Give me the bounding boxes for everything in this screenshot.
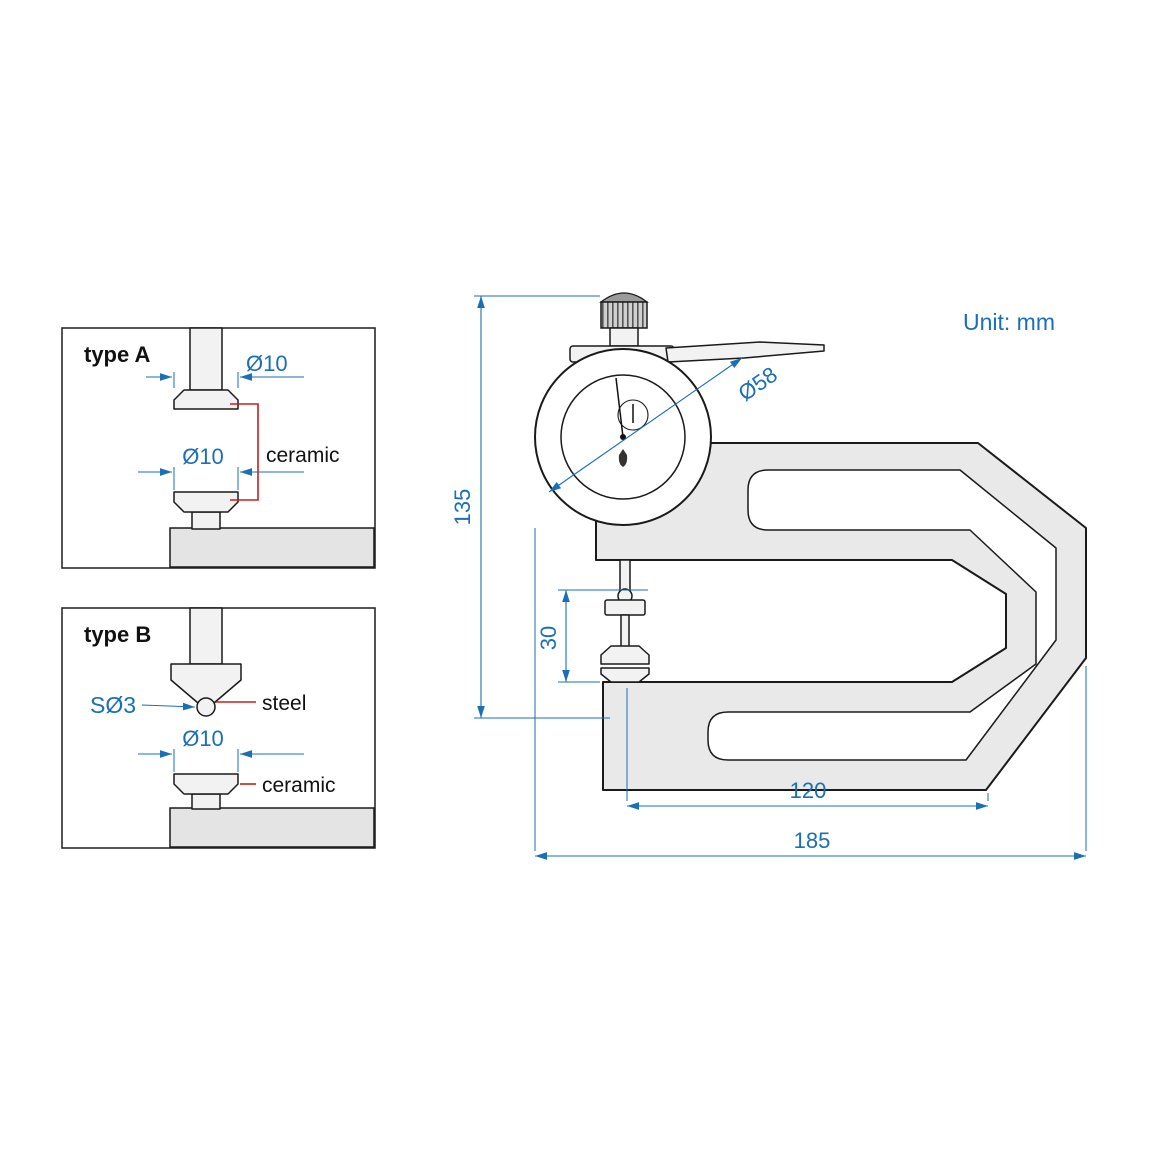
dim-overall-height-text: 135 <box>450 489 475 526</box>
dim-overall-length: 185 <box>534 528 1087 860</box>
type-b-dim-anvil-text: Ø10 <box>182 726 224 751</box>
dim-throat-depth: 120 <box>626 688 989 810</box>
type-b-ball-leader <box>141 702 196 711</box>
upper-contact-anvil <box>600 645 650 665</box>
type-b-steel-ball <box>196 697 216 717</box>
type-a-lower-anvil-neck <box>191 511 221 530</box>
type-a-upper-anvil <box>173 389 239 410</box>
type-b-steel-label: steel <box>262 692 306 715</box>
dim-dial-diameter-text: Ø58 <box>733 362 781 406</box>
spindle-disc <box>604 599 646 616</box>
type-a-dim-bottom: Ø10 <box>138 444 304 490</box>
cap-dome <box>599 292 649 303</box>
type-a-ceramic-label: ceramic <box>266 444 340 467</box>
type-a-base-block <box>169 527 375 568</box>
dim-overall-length-text: 185 <box>794 828 831 853</box>
spindle-shaft <box>620 614 630 648</box>
type-b-lower-anvil-neck <box>191 793 221 810</box>
type-a-title: type A <box>84 342 151 367</box>
gauge-drawing: Ø58 135 30 120 185 <box>450 292 1087 860</box>
type-a-panel: type A Ø10 Ø10 ceramic <box>61 327 376 569</box>
gauge-frame-inset <box>707 469 1057 761</box>
dim-throat-opening: 30 <box>536 589 648 683</box>
type-b-ceramic-label: ceramic <box>262 774 336 797</box>
stem-neck <box>609 327 639 347</box>
lifting-lever <box>665 341 825 363</box>
type-a-dim-top: Ø10 <box>146 351 304 388</box>
type-b-ball-dim-text: SØ3 <box>90 692 136 718</box>
type-b-lower-anvil <box>173 773 239 795</box>
type-b-panel: type B SØ3 steel Ø10 ceramic <box>61 607 376 849</box>
dim-overall-height: 135 <box>450 295 610 719</box>
lower-contact-anvil <box>600 667 650 683</box>
type-a-dim-bottom-text: Ø10 <box>182 444 224 469</box>
type-b-title: type B <box>84 622 151 647</box>
knurled-cap <box>600 301 648 329</box>
dim-throat-depth-text: 120 <box>790 778 827 803</box>
type-b-dim-anvil: Ø10 <box>138 726 304 772</box>
type-a-dim-top-text: Ø10 <box>246 351 288 376</box>
type-a-ceramic-bracket <box>230 403 259 501</box>
type-b-upper-stem <box>189 607 223 665</box>
unit-label: Unit: mm <box>963 309 1055 335</box>
type-a-upper-stem <box>189 327 223 391</box>
type-b-base-block <box>169 807 375 848</box>
type-a-lower-anvil <box>173 491 239 513</box>
dim-throat-opening-text: 30 <box>536 626 561 650</box>
